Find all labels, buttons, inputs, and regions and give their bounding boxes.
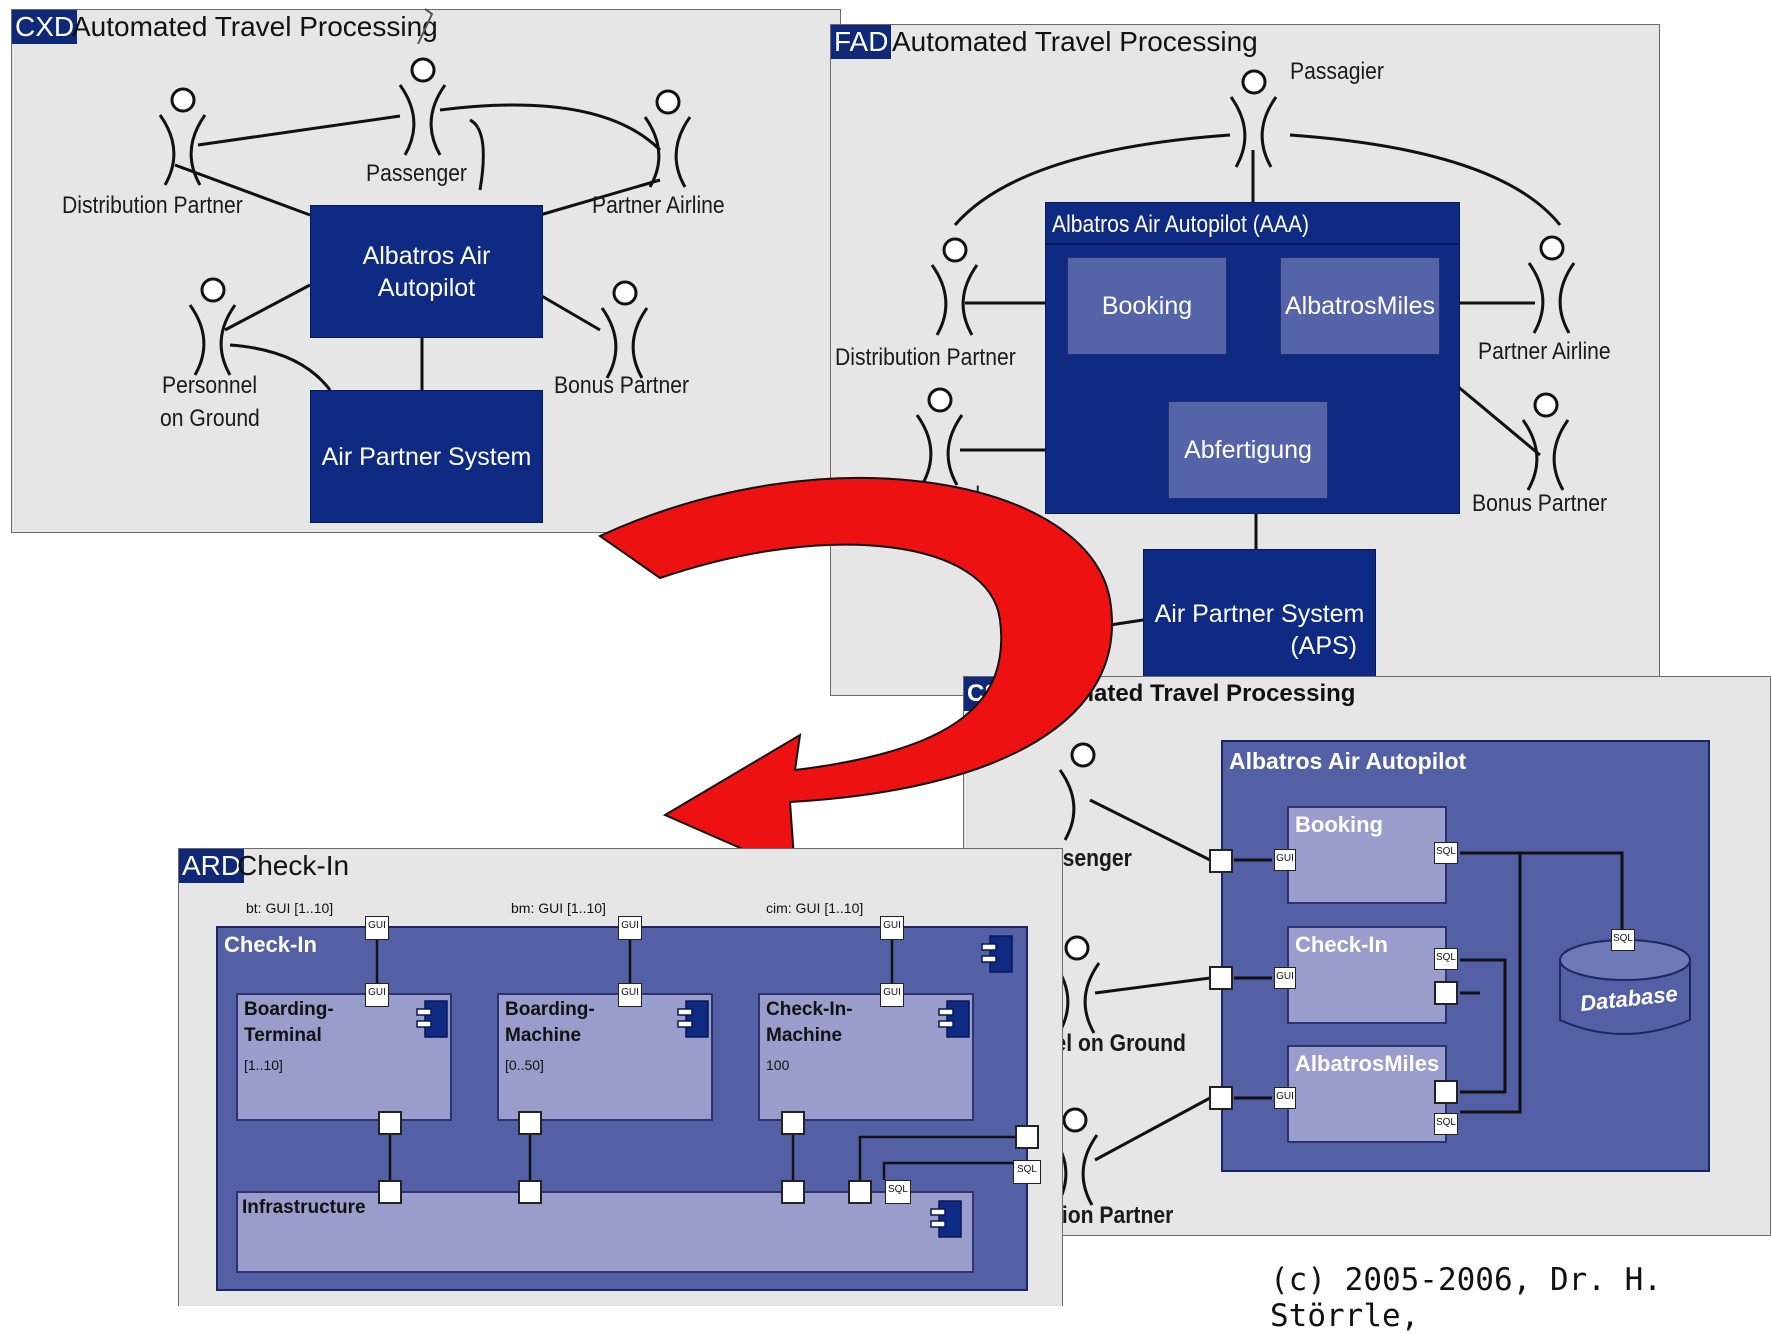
ard-infrastructure: Infrastructure bbox=[236, 1191, 974, 1273]
csd-connectors bbox=[1050, 742, 1691, 1206]
ard-gui-tag-bm-outer: GUI bbox=[618, 916, 642, 940]
csd-port-passenger bbox=[1209, 849, 1233, 873]
ard-port-bt-bottom bbox=[378, 1111, 402, 1135]
cxd-actor-personnel-line1: Personnel bbox=[162, 372, 258, 399]
csd-checkin-label: Check-In bbox=[1295, 932, 1388, 957]
fad-booking-label: Booking bbox=[1101, 292, 1193, 320]
ard-port-infra-1 bbox=[378, 1180, 402, 1204]
cxd-actor-passenger: Passenger bbox=[366, 160, 467, 187]
csd-booking-box: Booking bbox=[1287, 806, 1447, 904]
copyright-notice: (c) 2005-2006, Dr. H. Störrle, bbox=[1270, 1262, 1662, 1334]
csd-system-title: Albatros Air Autopilot bbox=[1229, 748, 1467, 774]
fad-system-divider bbox=[1046, 243, 1459, 245]
fad-booking-box: Booking bbox=[1067, 257, 1227, 355]
cxd-system-box: Albatros Air Autopilot bbox=[310, 205, 543, 338]
csd-checkin-box: Check-In bbox=[1287, 926, 1447, 1024]
ard-component-3-line1: Check-In- bbox=[766, 999, 853, 1020]
csd-sql-tag-booking: SQL bbox=[1434, 842, 1458, 864]
ard-title: Check-In bbox=[237, 850, 350, 881]
ard-gui-tag-bm-inner: GUI bbox=[618, 983, 642, 1007]
ard-component-2-line1: Boarding- bbox=[505, 999, 595, 1020]
ard-sql-tag-infra: SQL bbox=[885, 1180, 911, 1204]
ard-infrastructure-label: Infrastructure bbox=[242, 1197, 366, 1218]
ard-container-title: Check-In bbox=[224, 932, 317, 957]
ard-connectors bbox=[375, 935, 1018, 1238]
ard-gui-tag-bt-outer: GUI bbox=[365, 916, 389, 940]
cxd-air-partner-label: Air Partner System bbox=[321, 442, 532, 471]
cxd-system-line2: Autopilot bbox=[377, 273, 476, 302]
ard-gui-tag-cim-outer: GUI bbox=[880, 916, 904, 940]
csd-booking-label: Booking bbox=[1295, 812, 1383, 837]
ard-kind-tag: ARD bbox=[179, 849, 245, 883]
fad-actor-distribution-partner: Distribution Partner bbox=[835, 344, 1016, 371]
cxd-actor-personnel-line2: on Ground bbox=[160, 405, 260, 432]
ard-component-3-line2: Machine bbox=[766, 1025, 843, 1046]
cxd-title: Automated Travel Processing bbox=[72, 11, 438, 42]
ard-gui-tag-bt-inner: GUI bbox=[365, 983, 389, 1007]
ard-port-infra-2 bbox=[518, 1180, 542, 1204]
ard-component-icons bbox=[416, 935, 1013, 1238]
cxd-kind-tag: CXD bbox=[12, 10, 78, 44]
csd-database-icon bbox=[1559, 939, 1691, 1035]
csd-port-albatrosmiles-right bbox=[1434, 1080, 1458, 1104]
fad-title: Automated Travel Processing bbox=[892, 26, 1258, 57]
ard-port-label-cim: cim: GUI [1..10] bbox=[766, 900, 864, 916]
ard-component-checkin-machine: Check-In- Machine 100 bbox=[758, 993, 974, 1121]
fad-albatrosmiles-box: AlbatrosMiles bbox=[1280, 257, 1440, 355]
ard-port-infra-4 bbox=[848, 1180, 872, 1204]
ard-component-boarding-terminal: Boarding- Terminal [1..10] bbox=[236, 993, 452, 1121]
fad-system-title: Albatros Air Autopilot (AAA) bbox=[1052, 211, 1310, 238]
cxd-actor-distribution-partner: Distribution Partner bbox=[62, 192, 243, 219]
ard-component-1-line1: Boarding- bbox=[244, 999, 334, 1020]
fad-actor-passagier: Passagier bbox=[1290, 58, 1384, 85]
csd-sql-tag-albatrosmiles: SQL bbox=[1434, 1113, 1458, 1135]
csd-gui-tag-checkin: GUI bbox=[1274, 967, 1296, 989]
ard-port-infra-3 bbox=[781, 1180, 805, 1204]
cxd-system-line1: Albatros Air bbox=[362, 241, 491, 270]
fad-aps-line1: Air Partner System bbox=[1154, 600, 1365, 628]
fad-aps-line2: (APS) bbox=[1290, 632, 1357, 660]
cxd-actor-icons bbox=[158, 57, 692, 379]
cxd-air-partner-box: Air Partner System bbox=[310, 390, 543, 523]
cxd-actor-partner-airline: Partner Airline bbox=[592, 192, 725, 219]
csd-port-personnel bbox=[1209, 966, 1233, 990]
fad-actor-bonus-partner: Bonus Partner bbox=[1472, 490, 1608, 517]
csd-port-checkin-right bbox=[1434, 981, 1458, 1005]
fad-actor-icons bbox=[915, 69, 1576, 491]
ard-port-label-bm: bm: GUI [1..10] bbox=[511, 900, 606, 916]
fad-abfertigung-label: Abfertigung bbox=[1184, 436, 1312, 464]
fad-aps-box: Air Partner System (APS) bbox=[1143, 549, 1376, 689]
csd-sql-tag-database: SQL bbox=[1611, 929, 1635, 951]
ard-component-boarding-machine: Boarding- Machine [0..50] bbox=[497, 993, 713, 1121]
ard-sql-tag-container-right: SQL bbox=[1013, 1160, 1041, 1184]
fad-albatrosmiles-label: AlbatrosMiles bbox=[1284, 292, 1436, 320]
transition-arrow bbox=[597, 477, 1113, 874]
red-curved-arrow-icon bbox=[597, 477, 1113, 874]
fad-actor-partner-airline: Partner Airline bbox=[1478, 338, 1611, 365]
cxd-actor-bonus-partner: Bonus Partner bbox=[554, 372, 690, 399]
ard-component-3-mult: 100 bbox=[766, 1057, 790, 1073]
fad-abfertigung-box: Abfertigung bbox=[1168, 401, 1328, 499]
ard-port-bm-bottom bbox=[518, 1111, 542, 1135]
cxd-connectors bbox=[158, 8, 692, 391]
csd-albatrosmiles-label: AlbatrosMiles bbox=[1295, 1051, 1440, 1076]
csd-gui-tag-booking: GUI bbox=[1274, 849, 1296, 871]
ard-component-2-line2: Machine bbox=[505, 1025, 582, 1046]
fad-kind-tag: FAD bbox=[831, 25, 892, 59]
ard-port-label-bt: bt: GUI [1..10] bbox=[246, 900, 334, 916]
ard-port-cim-bottom bbox=[781, 1111, 805, 1135]
csd-sql-tag-checkin: SQL bbox=[1434, 948, 1458, 970]
ard-component-2-mult: [0..50] bbox=[505, 1057, 544, 1073]
ard-gui-tag-cim-inner: GUI bbox=[880, 983, 904, 1007]
ard-component-1-line2: Terminal bbox=[244, 1025, 322, 1046]
csd-gui-tag-albatrosmiles: GUI bbox=[1274, 1087, 1296, 1109]
csd-actor-icons bbox=[1050, 742, 1101, 1206]
csd-port-distribution bbox=[1209, 1086, 1233, 1110]
ard-component-1-mult: [1..10] bbox=[244, 1057, 283, 1073]
ard-port-container-right bbox=[1015, 1125, 1039, 1149]
